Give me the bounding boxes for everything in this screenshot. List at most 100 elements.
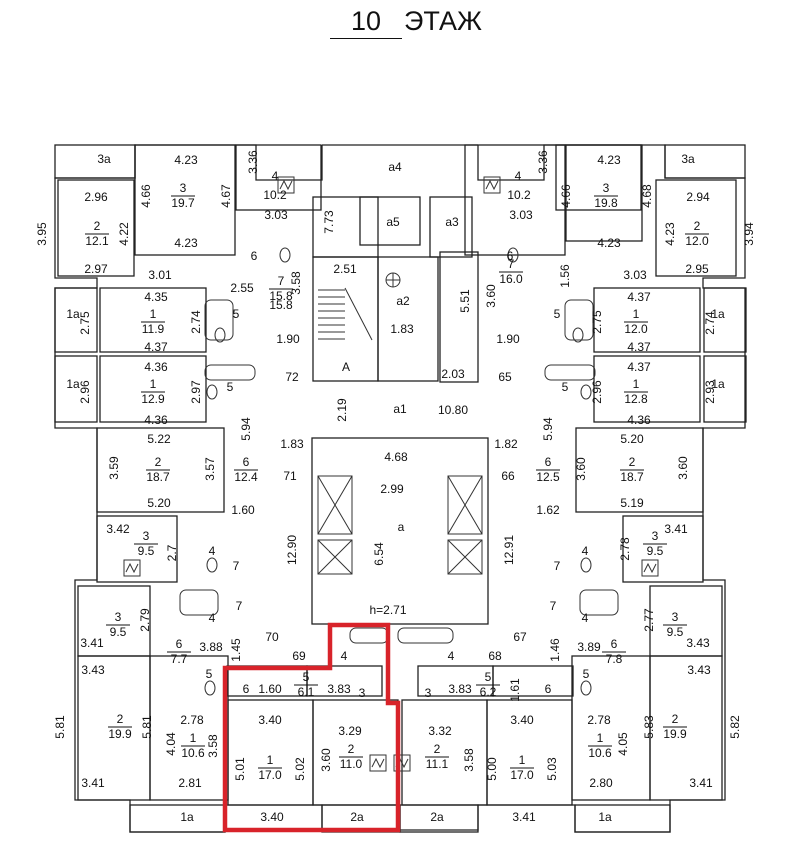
dimension-label: 4.37 [627, 340, 651, 354]
room-number: 1 [597, 731, 604, 745]
room-number: 2 [694, 219, 701, 233]
room-label: 3 [359, 686, 366, 700]
dimension-label: 3.01 [148, 268, 172, 282]
room-fraction: 112.0 [624, 307, 648, 336]
dimension-label: 1а [711, 377, 725, 391]
room-number: 6 [545, 455, 552, 469]
fixtures [123, 176, 659, 772]
dimension-label: 3а [681, 152, 695, 166]
dimension-label: 7.73 [322, 210, 336, 234]
dimension-label: 5.81 [140, 715, 154, 739]
room-number: 3 [603, 181, 610, 195]
dimension-label: 2.78 [180, 713, 204, 727]
dimension-label: 4.66 [559, 184, 573, 208]
room-label: 7 [550, 599, 557, 613]
dimension-label: 2.96 [84, 190, 108, 204]
dimension-label: 1.60 [231, 503, 255, 517]
room-label: 6 [545, 682, 552, 696]
room-fraction: 715.8 [269, 274, 293, 303]
dimension-label: 5.22 [147, 432, 171, 446]
dimension-label: 1.60 [258, 682, 282, 696]
dimension-label: 5.51 [458, 289, 472, 313]
room-number: 5 [303, 670, 310, 684]
dimension-label: 3.43 [687, 663, 711, 677]
dimension-label: 10.2 [507, 188, 531, 202]
dimension-label: 2.74 [703, 311, 717, 335]
room-fraction: 218.7 [620, 455, 644, 484]
room-fraction: 39.5 [134, 529, 158, 558]
dimension-label: 4.67 [219, 184, 233, 208]
dimension-label: 3.59 [107, 456, 121, 480]
room-number: 1 [150, 377, 157, 391]
dimension-label: 2а [430, 810, 444, 824]
dimension-label: 4.36 [627, 413, 651, 427]
dimension-label: 3.41 [689, 776, 713, 790]
dimension-label: 65 [498, 370, 512, 384]
room-number: 2 [117, 712, 124, 726]
room-number: 3 [143, 529, 150, 543]
dimension-label: 2.78 [618, 537, 632, 561]
dimension-label: 1.83 [280, 437, 304, 451]
dimension-label: 5.00 [485, 757, 499, 781]
dimension-label: а3 [445, 215, 459, 229]
dimension-label: а5 [386, 215, 400, 229]
dimension-label: 1.56 [558, 264, 572, 288]
dimension-label: 2.96 [78, 380, 92, 404]
room-fraction: 56.2 [476, 670, 500, 699]
room-number: 1 [190, 731, 197, 745]
dimension-label: 3.60 [319, 748, 333, 772]
dimension-label: 3.40 [260, 810, 284, 824]
room-number: 2 [94, 219, 101, 233]
room-area: 12.5 [536, 470, 560, 484]
dimension-label: 2а [350, 810, 364, 824]
dimension-label: 2.97 [84, 262, 108, 276]
room-fraction: 56.1 [294, 670, 318, 699]
dimension-label: 3.60 [484, 284, 498, 308]
room-area: 12.8 [624, 392, 648, 406]
dimension-label: 2.95 [685, 262, 709, 276]
room-area: 12.4 [234, 470, 258, 484]
dimension-label: 5.20 [620, 432, 644, 446]
dimension-label: 4 [272, 169, 279, 183]
room-label: 6 [507, 249, 514, 263]
room-area: 12.0 [624, 322, 648, 336]
dimension-label: 4.22 [117, 222, 131, 246]
dimension-label: 72 [285, 370, 299, 384]
room-number: 6 [176, 637, 183, 651]
dimension-label: 4.68 [384, 450, 408, 464]
dimension-label: 3.29 [338, 724, 362, 738]
dimension-label: 3.58 [462, 748, 476, 772]
dimension-label: 4 [341, 649, 348, 663]
dimension-label: 4 [448, 649, 455, 663]
dimension-label: 5.94 [239, 417, 253, 441]
room-area: 19.9 [108, 727, 132, 741]
dimension-label: 1а [711, 307, 725, 321]
room-fraction: 39.5 [663, 610, 687, 639]
dimension-label: 2.75 [590, 310, 604, 334]
dimension-label: 2.96 [590, 380, 604, 404]
dimension-label: 4.37 [627, 290, 651, 304]
dimension-label: 4.37 [144, 340, 168, 354]
room-label: 4 [209, 544, 216, 558]
room-fraction: 212.0 [685, 219, 709, 248]
dimension-label: 3.41 [81, 776, 105, 790]
room-area: 9.5 [667, 625, 684, 639]
dimension-label: 68 [488, 649, 502, 663]
dimension-label: 4.37 [627, 360, 651, 374]
room-label: 7 [236, 599, 243, 613]
dimension-label: 1.83 [390, 322, 414, 336]
dimension-label: 69 [292, 649, 306, 663]
room-fraction: 111.9 [141, 307, 165, 336]
room-area: 16.0 [499, 272, 523, 286]
dimension-label: 4.23 [174, 153, 198, 167]
room-number: 7 [278, 274, 285, 288]
room-number: 3 [672, 610, 679, 624]
room-fraction: 211.1 [425, 742, 449, 771]
room-fraction: 112.9 [141, 377, 165, 406]
room-number: 1 [633, 307, 640, 321]
room-label: 5 [206, 667, 213, 681]
dimension-label: 4.05 [616, 732, 630, 756]
dimension-label: 1.62 [536, 503, 560, 517]
room-fraction: 39.5 [106, 610, 130, 639]
